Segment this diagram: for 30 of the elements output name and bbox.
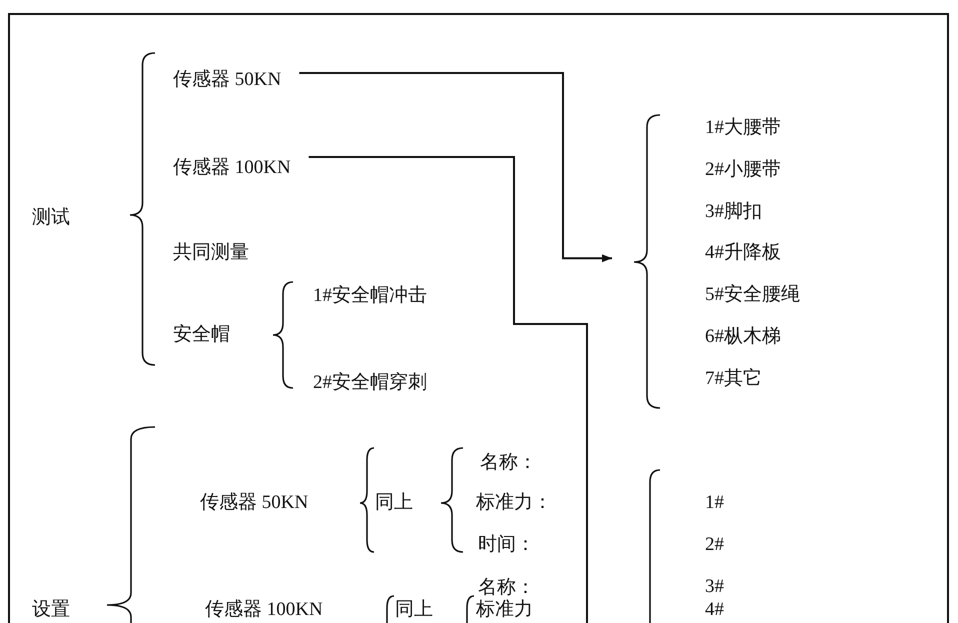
group-label: 测试 (32, 207, 70, 229)
list-item: 2#小腰带 (705, 158, 781, 181)
item-label: 同上 (375, 492, 413, 514)
list-item: 7#其它 (705, 368, 762, 390)
list-item: 4#升降板 (705, 242, 781, 264)
connector-line (308, 156, 588, 623)
list-item: 1# (705, 492, 724, 514)
item-label: 传感器 50KN (200, 492, 308, 514)
field-label: 标准力 (476, 599, 533, 621)
item-label: 1#安全帽冲击 (313, 285, 427, 307)
item-label: 同上 (395, 599, 433, 621)
list-item: 2# (705, 534, 724, 556)
list-item: 3#脚扣 (705, 200, 762, 223)
item-label: 安全帽 (173, 324, 230, 346)
list-item: 5#安全腰绳 (705, 284, 800, 306)
item-label: 2#安全帽穿刺 (313, 372, 427, 394)
list-item: 6#枞木梯 (705, 326, 781, 348)
sensor-label: 传感器 100KN (173, 157, 291, 178)
item-label: 共同测量 (173, 242, 249, 264)
list-item: 1#大腰带 (705, 117, 781, 139)
field-label: 名称： (478, 577, 535, 599)
group-label: 设置 (32, 599, 70, 621)
list-item: 4# (705, 599, 724, 621)
field-label: 时间： (478, 534, 535, 556)
sensor-label: 传感器 50KN (173, 69, 282, 90)
field-label: 标准力： (476, 492, 552, 514)
field-label: 名称： (480, 452, 537, 474)
item-label: 传感器 100KN (205, 599, 323, 621)
arrow (299, 72, 612, 262)
list-item: 3# (705, 576, 724, 598)
